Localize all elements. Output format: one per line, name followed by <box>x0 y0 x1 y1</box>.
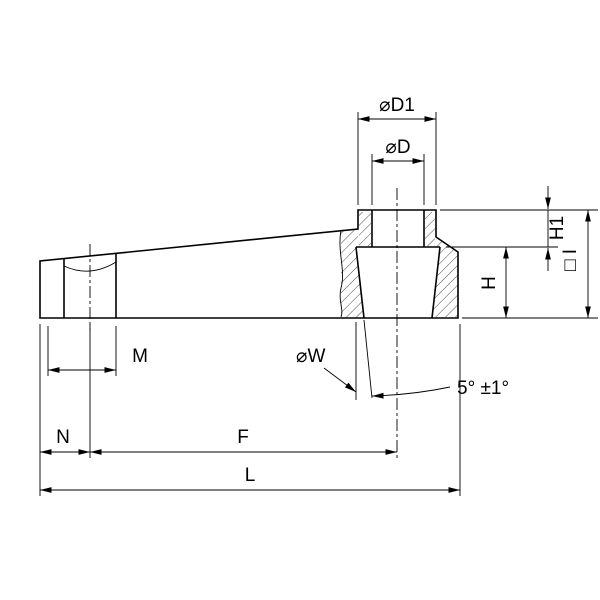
boss-taper-right <box>431 246 441 319</box>
label-angle: 5° ±1° <box>457 378 509 399</box>
label-h1: H1 <box>547 216 568 240</box>
hatch-boss-wall-left <box>359 212 371 246</box>
hatch-boss-wall-right <box>425 212 435 246</box>
label-dia-d1: ⌀D1 <box>379 95 415 116</box>
label-l: L <box>245 465 256 486</box>
label-f: F <box>237 427 249 448</box>
hatch-lever-left <box>341 229 364 317</box>
label-m: M <box>132 346 148 367</box>
leader-w <box>323 367 357 393</box>
ext-taper-slant <box>363 319 373 399</box>
boss-taper-left <box>355 246 365 319</box>
label-dia-d: ⌀D <box>385 137 410 158</box>
dimension-lines <box>40 116 591 493</box>
part-geometry <box>39 209 459 319</box>
dimension-labels: ⌀D1 ⌀D H1 □ I H M ⌀W 5° ±1° N F L <box>56 95 581 486</box>
section-break-line <box>339 229 343 318</box>
lever-outline <box>39 209 459 319</box>
section-hatching <box>341 212 458 317</box>
dim-arc-angle <box>371 386 451 399</box>
label-n: N <box>56 427 70 448</box>
hatch-lever-right <box>432 238 458 317</box>
label-h: H <box>479 276 500 290</box>
label-dia-w: ⌀W <box>296 346 325 367</box>
extension-lines <box>39 112 598 496</box>
center-lines <box>89 188 398 458</box>
label-square-i: □ I <box>560 249 581 271</box>
